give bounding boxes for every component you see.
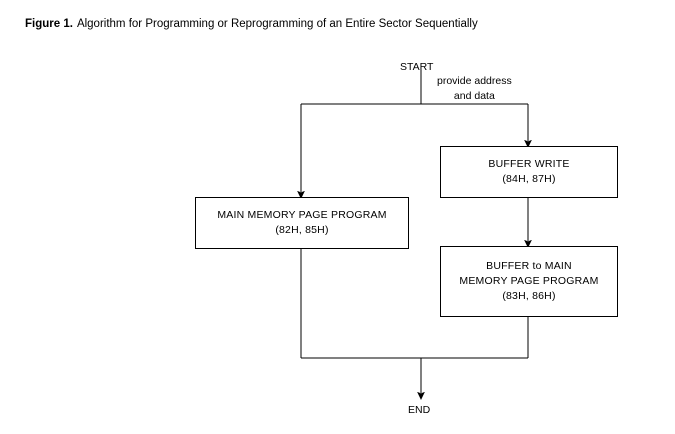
node-buffer-to-main-memory-page-program-line-3: (83H, 86H) [502,290,556,302]
node-main-memory-page-program-line-2: (82H, 85H) [275,224,329,236]
node-buffer-write[interactable]: BUFFER WRITE (84H, 87H) [440,146,618,198]
provide-address-line-1: provide address [437,75,512,87]
node-buffer-write-line-1: BUFFER WRITE [488,158,570,170]
start-label: START [400,61,434,73]
node-buffer-to-main-memory-page-program-line-2: MEMORY PAGE PROGRAM [459,275,599,287]
figure-caption-text: Algorithm for Programming or Reprogrammi… [76,18,478,30]
provide-address-annotation: provide address and data [437,74,512,104]
node-buffer-to-main-memory-page-program-line-1: BUFFER to MAIN [486,260,572,272]
node-buffer-to-main-memory-page-program[interactable]: BUFFER to MAIN MEMORY PAGE PROGRAM (83H,… [440,246,618,317]
provide-address-line-2: and data [453,90,495,102]
figure-caption: Figure 1.Algorithm for Programming or Re… [25,17,478,31]
node-main-memory-page-program-line-1: MAIN MEMORY PAGE PROGRAM [217,209,387,221]
end-label: END [408,404,431,416]
node-buffer-write-line-2: (84H, 87H) [502,173,556,185]
node-main-memory-page-program[interactable]: MAIN MEMORY PAGE PROGRAM (82H, 85H) [195,197,409,249]
figure-caption-label: Figure 1. [25,18,73,30]
